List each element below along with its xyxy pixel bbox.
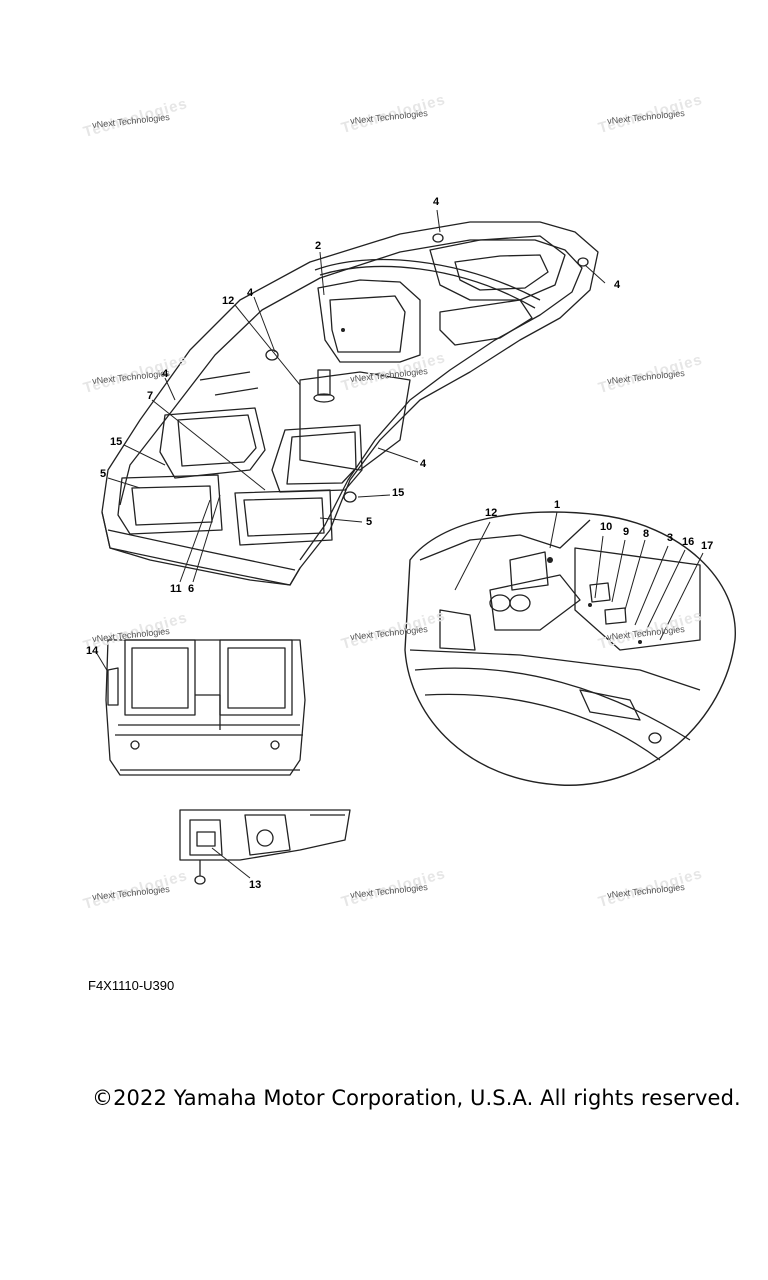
bottom-view bbox=[179, 809, 351, 885]
callout-number[interactable]: 9 bbox=[623, 526, 630, 538]
callout-number[interactable]: 4 bbox=[247, 287, 254, 299]
callout-number[interactable]: 14 bbox=[86, 645, 99, 657]
leader-lines-detail bbox=[454, 511, 704, 641]
callout-number[interactable]: 6 bbox=[188, 583, 195, 595]
callout-number[interactable]: 4 bbox=[420, 458, 427, 470]
leader-lines-main bbox=[107, 209, 606, 583]
rear-view bbox=[105, 639, 306, 776]
diagram-code: F4X1110-U390 bbox=[88, 978, 175, 993]
detail-view bbox=[404, 511, 736, 786]
callout-number[interactable]: 8 bbox=[643, 528, 650, 540]
callout-number[interactable]: 2 bbox=[315, 240, 322, 252]
callout-number[interactable]: 5 bbox=[100, 468, 107, 480]
callout-number[interactable]: 15 bbox=[110, 436, 123, 448]
callout-number[interactable]: 15 bbox=[392, 487, 405, 499]
callout-number[interactable]: 7 bbox=[147, 390, 154, 402]
callout-number[interactable]: 12 bbox=[485, 507, 498, 519]
callout-number[interactable]: 4 bbox=[162, 368, 169, 380]
callout-number[interactable]: 3 bbox=[667, 532, 674, 544]
callout-number[interactable]: 16 bbox=[682, 536, 695, 548]
copyright-notice: ©2022 Yamaha Motor Corporation, U.S.A. A… bbox=[92, 1086, 741, 1110]
callout-number[interactable]: 12 bbox=[222, 295, 235, 307]
callout-number[interactable]: 13 bbox=[249, 879, 262, 891]
callout-number[interactable]: 4 bbox=[433, 196, 440, 208]
callout-number[interactable]: 17 bbox=[701, 540, 714, 552]
callout-number[interactable]: 11 bbox=[170, 583, 182, 595]
callout-number[interactable]: 4 bbox=[614, 279, 621, 291]
callout-number[interactable]: 10 bbox=[600, 521, 613, 533]
callout-number[interactable]: 5 bbox=[366, 516, 373, 528]
callout-number[interactable]: 1 bbox=[554, 499, 561, 511]
boat-main-view bbox=[101, 221, 599, 586]
